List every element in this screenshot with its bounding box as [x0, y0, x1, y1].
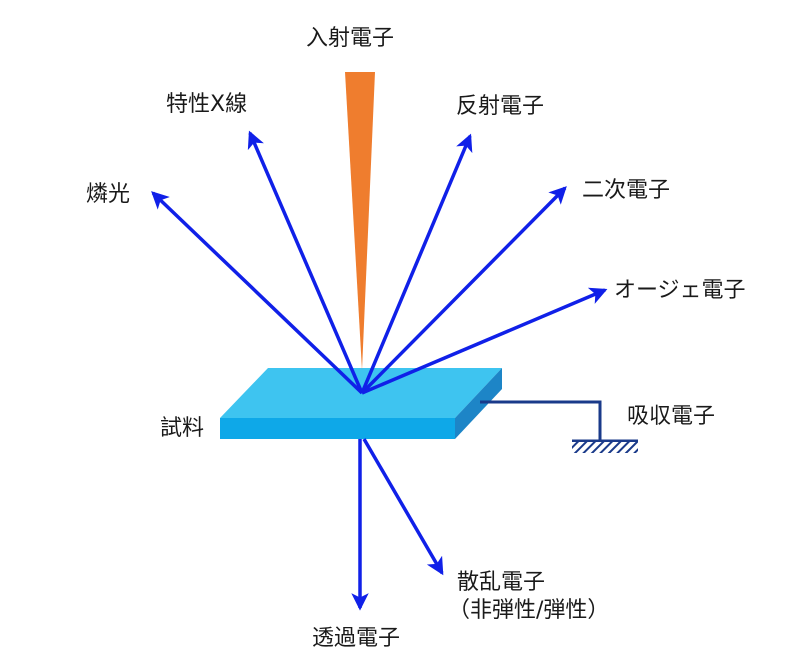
scattered-electron-arrow: [362, 438, 444, 576]
emission-arrows: [151, 130, 608, 611]
sample-label: 試料: [160, 416, 205, 441]
characteristic-xray-label: 特性X線: [166, 92, 248, 117]
fluorescence-arrow: [151, 191, 364, 395]
ground-wire: [480, 400, 602, 441]
auger-electron-label: オージェ電子: [614, 278, 746, 303]
secondary-electron-label: 二次電子: [582, 178, 671, 203]
sample-side-face: [455, 368, 502, 439]
scattered-electron-note: （非弾性/弾性）: [448, 598, 610, 623]
fluorescence-label: 燐光: [86, 182, 131, 207]
reflected-electron-label: 反射電子: [456, 94, 545, 119]
secondary-electron-arrow: [360, 186, 567, 395]
reflected-electron-arrow: [360, 133, 473, 394]
auger-electron-arrow: [361, 287, 608, 395]
absorbed-electron-label: 吸収電子: [627, 404, 716, 429]
incident-beam: [345, 72, 375, 370]
scattered-electron-label: 散乱電子: [457, 570, 546, 595]
transmitted-electron-label: 透過電子: [312, 626, 401, 651]
sample-front-face: [220, 418, 455, 439]
characteristic-xray-arrow: [247, 130, 364, 394]
incident-electron-label: 入射電子: [306, 26, 395, 51]
ground-hatch: [572, 442, 638, 453]
